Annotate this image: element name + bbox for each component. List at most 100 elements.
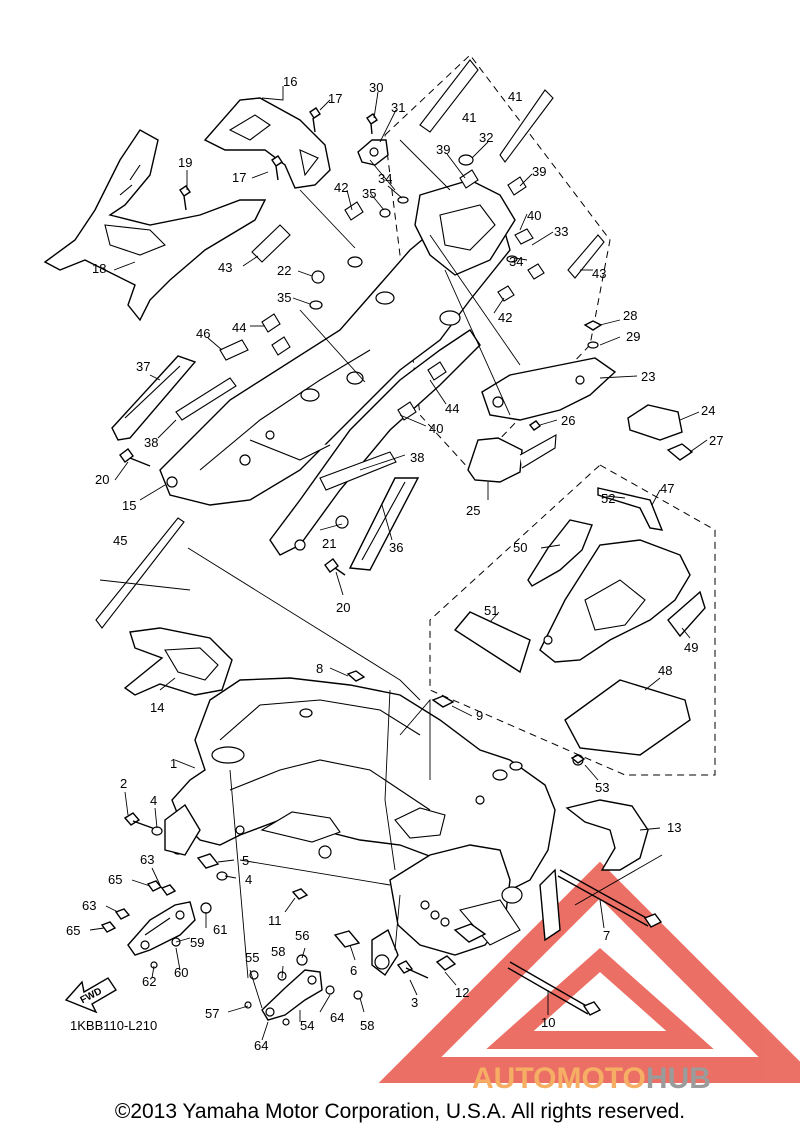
callout-38b: 38 bbox=[410, 450, 424, 465]
rear-frame-bracket bbox=[414, 179, 516, 276]
callout-64b: 64 bbox=[254, 1038, 268, 1053]
rails-36-37 bbox=[111, 355, 420, 571]
cover-25 bbox=[467, 420, 557, 483]
callout-49: 49 bbox=[684, 640, 698, 655]
callout-41a: 41 bbox=[462, 110, 476, 125]
callout-44b: 44 bbox=[445, 401, 459, 416]
callout-9: 9 bbox=[476, 708, 483, 723]
diagram-code: 1KBB110-L210 bbox=[70, 1018, 157, 1033]
callout-53: 53 bbox=[595, 780, 609, 795]
callout-19: 19 bbox=[178, 155, 192, 170]
callout-39a: 39 bbox=[436, 142, 450, 157]
callout-60: 60 bbox=[174, 965, 188, 980]
callout-20b: 20 bbox=[336, 600, 350, 615]
callout-31: 31 bbox=[391, 100, 405, 115]
mount-bolts bbox=[123, 670, 663, 1016]
callout-42a: 42 bbox=[334, 180, 348, 195]
callout-64a: 64 bbox=[330, 1010, 344, 1025]
callout-61: 61 bbox=[213, 922, 227, 937]
callout-56: 56 bbox=[295, 928, 309, 943]
callout-22: 22 bbox=[277, 263, 291, 278]
callout-45: 45 bbox=[113, 533, 127, 548]
callout-29: 29 bbox=[626, 329, 640, 344]
watermark-hub: HUB bbox=[646, 1062, 711, 1095]
bracket-24-27 bbox=[627, 404, 694, 461]
svg-text:AUTOMOTOHUB: AUTOMOTOHUB bbox=[472, 1062, 711, 1095]
callout-16: 16 bbox=[283, 74, 297, 89]
callout-26: 26 bbox=[561, 413, 575, 428]
callout-35a: 35 bbox=[362, 186, 376, 201]
callout-1: 1 bbox=[170, 756, 177, 771]
callout-46: 46 bbox=[196, 326, 210, 341]
callout-44a: 44 bbox=[232, 320, 246, 335]
callout-36: 36 bbox=[389, 540, 403, 555]
callout-37: 37 bbox=[136, 359, 150, 374]
callout-48: 48 bbox=[658, 663, 672, 678]
callout-43a: 43 bbox=[218, 260, 232, 275]
rear-subframe bbox=[159, 199, 511, 556]
callout-17b: 17 bbox=[232, 170, 246, 185]
cover-14 bbox=[123, 627, 233, 696]
callout-34b: 34 bbox=[509, 254, 523, 269]
callout-50: 50 bbox=[513, 540, 527, 555]
bracket-16 bbox=[203, 97, 331, 189]
callout-47: 47 bbox=[660, 481, 674, 496]
watermark-logo: AUTOMOTOHUB bbox=[378, 861, 800, 1095]
callout-62: 62 bbox=[142, 974, 156, 989]
callout-58a: 58 bbox=[271, 944, 285, 959]
callout-11: 11 bbox=[268, 913, 282, 928]
callout-55: 55 bbox=[245, 950, 259, 965]
watermark-moto: MOTO bbox=[556, 1062, 645, 1095]
bolts-20-21 bbox=[119, 448, 349, 576]
callout-40a: 40 bbox=[527, 208, 541, 223]
copyright-notice: ©2013 Yamaha Motor Corporation, U.S.A. A… bbox=[114, 1100, 686, 1123]
callout-17a: 17 bbox=[328, 91, 342, 106]
callout-6: 6 bbox=[350, 963, 357, 978]
callout-33: 33 bbox=[554, 224, 568, 239]
callout-12: 12 bbox=[455, 985, 469, 1000]
callout-7: 7 bbox=[603, 928, 610, 943]
callout-20a: 20 bbox=[95, 472, 109, 487]
callout-51: 51 bbox=[484, 603, 498, 618]
callout-41b: 41 bbox=[508, 89, 522, 104]
callout-24: 24 bbox=[701, 403, 715, 418]
callout-10: 10 bbox=[541, 1015, 555, 1030]
callout-32: 32 bbox=[479, 130, 493, 145]
callout-27: 27 bbox=[709, 433, 723, 448]
callout-40b: 40 bbox=[429, 421, 443, 436]
main-frame bbox=[164, 677, 561, 977]
callout-65a: 65 bbox=[108, 872, 122, 887]
seat-cover-group bbox=[453, 487, 706, 766]
callout-numbers: 1 2 3 4 4 5 6 7 8 9 10 11 12 13 14 15 16… bbox=[66, 74, 723, 1053]
callout-65b: 65 bbox=[66, 923, 80, 938]
bracket-23 bbox=[481, 320, 617, 421]
callout-52: 52 bbox=[601, 491, 615, 506]
leader-lines bbox=[89, 86, 708, 1041]
callout-30: 30 bbox=[369, 80, 383, 95]
seat-cover-group-outline bbox=[429, 464, 716, 776]
callout-35b: 35 bbox=[277, 290, 291, 305]
lower-linkage bbox=[100, 880, 363, 1026]
callout-25: 25 bbox=[466, 503, 480, 518]
callout-2: 2 bbox=[120, 776, 127, 791]
callout-5: 5 bbox=[242, 853, 249, 868]
callout-28: 28 bbox=[623, 308, 637, 323]
watermark-auto: AUTO bbox=[472, 1062, 556, 1095]
callout-63b: 63 bbox=[82, 898, 96, 913]
callout-18: 18 bbox=[92, 261, 106, 276]
side-cover-left bbox=[43, 129, 267, 322]
callout-43b: 43 bbox=[592, 266, 606, 281]
callout-23: 23 bbox=[641, 369, 655, 384]
callout-15: 15 bbox=[122, 498, 136, 513]
callout-4b: 4 bbox=[245, 872, 252, 887]
callout-57: 57 bbox=[205, 1006, 219, 1021]
callout-59: 59 bbox=[190, 935, 204, 950]
callout-34a: 34 bbox=[378, 171, 392, 186]
callout-3: 3 bbox=[411, 995, 418, 1010]
callout-58b: 58 bbox=[360, 1018, 374, 1033]
labels-and-decals bbox=[95, 59, 605, 629]
callout-21: 21 bbox=[322, 536, 336, 551]
callout-39b: 39 bbox=[532, 164, 546, 179]
callout-38a: 38 bbox=[144, 435, 158, 450]
